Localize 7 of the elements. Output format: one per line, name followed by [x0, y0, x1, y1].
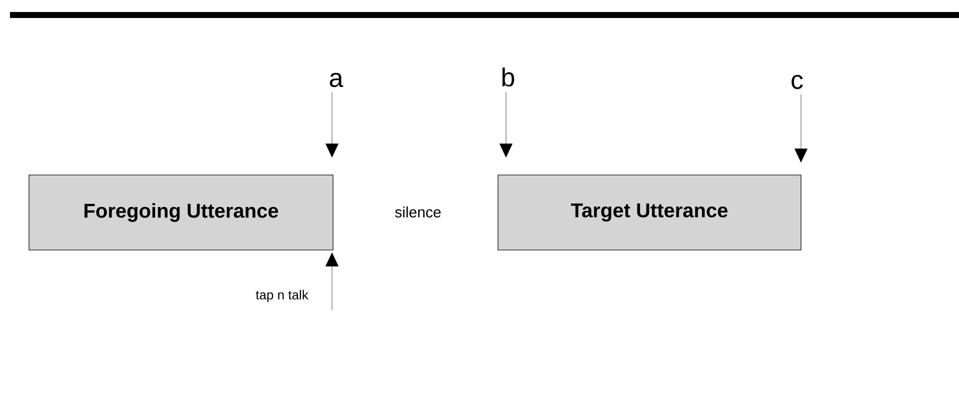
marker-letter: a: [330, 72, 344, 88]
utterance-box: Foregoing Utterance: [28, 174, 334, 250]
annotation-text: tap n talk: [256, 290, 308, 302]
utterance-box: Target Utterance: [498, 174, 802, 250]
marker-letter: b: [502, 67, 514, 87]
gap-label: silence: [395, 206, 441, 218]
marker-letter: c: [792, 74, 803, 90]
